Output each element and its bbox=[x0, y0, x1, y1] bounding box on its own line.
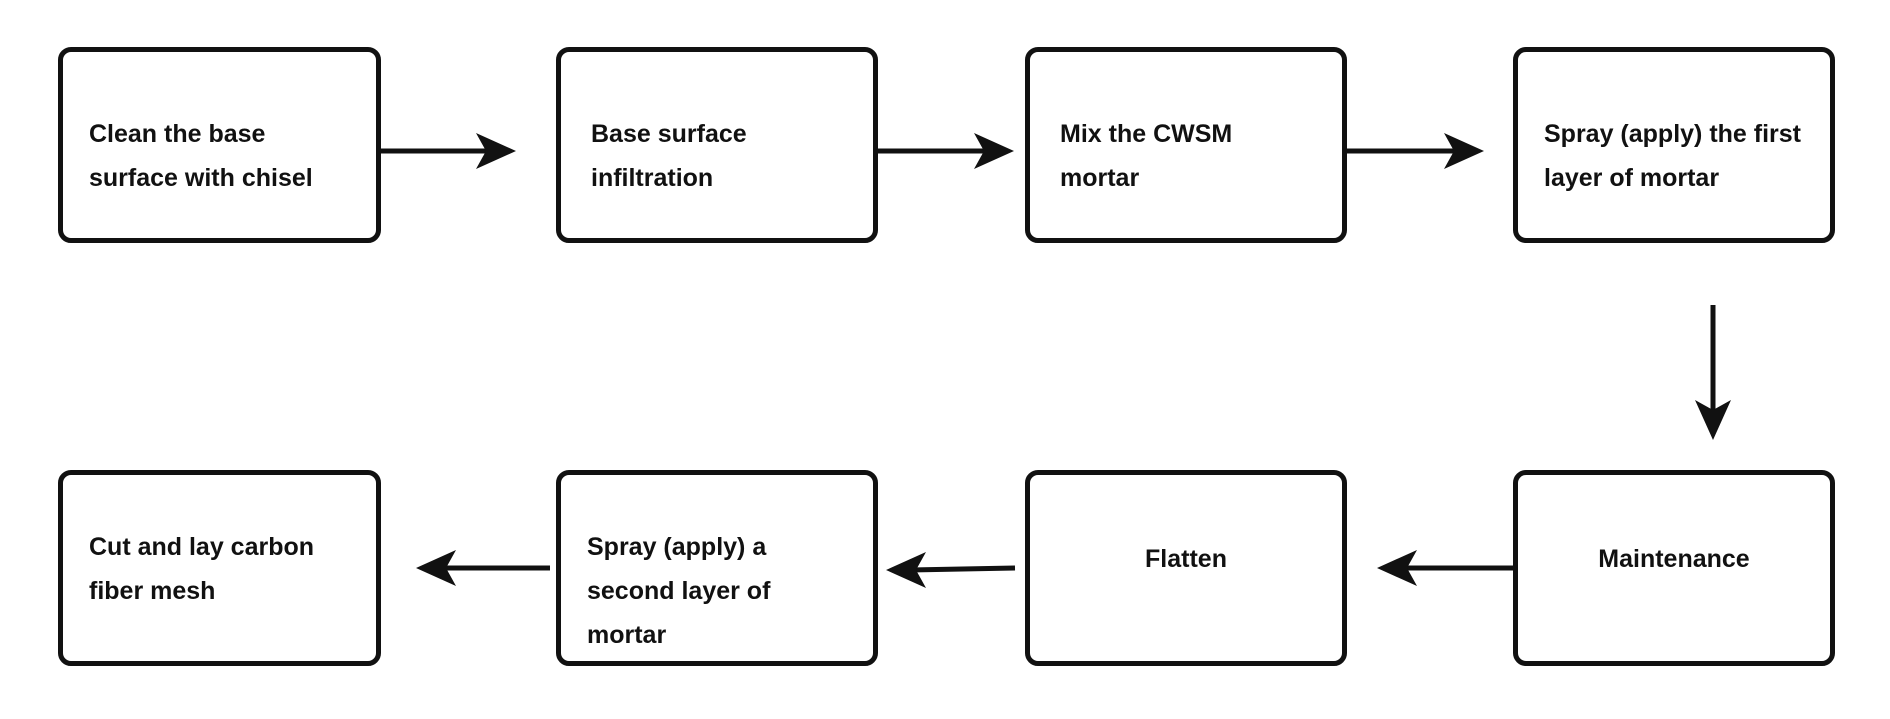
step-maintenance: Maintenance bbox=[1513, 470, 1835, 666]
step-label: Spray (apply) a second layer of mortar bbox=[587, 533, 771, 649]
arrow-s1-to-s2 bbox=[381, 133, 516, 169]
step-label: Flatten bbox=[1145, 545, 1227, 573]
step-mix-cwsm-mortar: Mix the CWSM mortar bbox=[1025, 47, 1347, 243]
step-cut-lay-carbon-fiber-mesh: Cut and lay carbon fiber mesh bbox=[58, 470, 381, 666]
step-spray-first-layer: Spray (apply) the first layer of mortar bbox=[1513, 47, 1835, 243]
arrow-s5-to-s6 bbox=[1377, 550, 1513, 586]
arrow-s7-to-s8 bbox=[416, 550, 550, 586]
arrow-s6-to-s7 bbox=[886, 552, 1016, 588]
step-label: Clean the base surface with chisel bbox=[89, 120, 313, 192]
step-clean-base-surface: Clean the base surface with chisel bbox=[58, 47, 381, 243]
arrow-s4-to-s5 bbox=[1695, 305, 1731, 440]
step-spray-second-layer: Spray (apply) a second layer of mortar bbox=[556, 470, 878, 666]
step-flatten: Flatten bbox=[1025, 470, 1347, 666]
step-label: Base surface infiltration bbox=[591, 120, 747, 192]
step-label: Spray (apply) the first layer of mortar bbox=[1544, 120, 1801, 192]
step-label: Cut and lay carbon fiber mesh bbox=[89, 533, 315, 605]
arrow-s3-to-s4 bbox=[1347, 133, 1484, 169]
step-label: Mix the CWSM mortar bbox=[1060, 120, 1233, 192]
arrow-s2-to-s3 bbox=[878, 133, 1014, 169]
step-base-surface-infiltration: Base surface infiltration bbox=[556, 47, 878, 243]
step-label: Maintenance bbox=[1598, 545, 1750, 573]
